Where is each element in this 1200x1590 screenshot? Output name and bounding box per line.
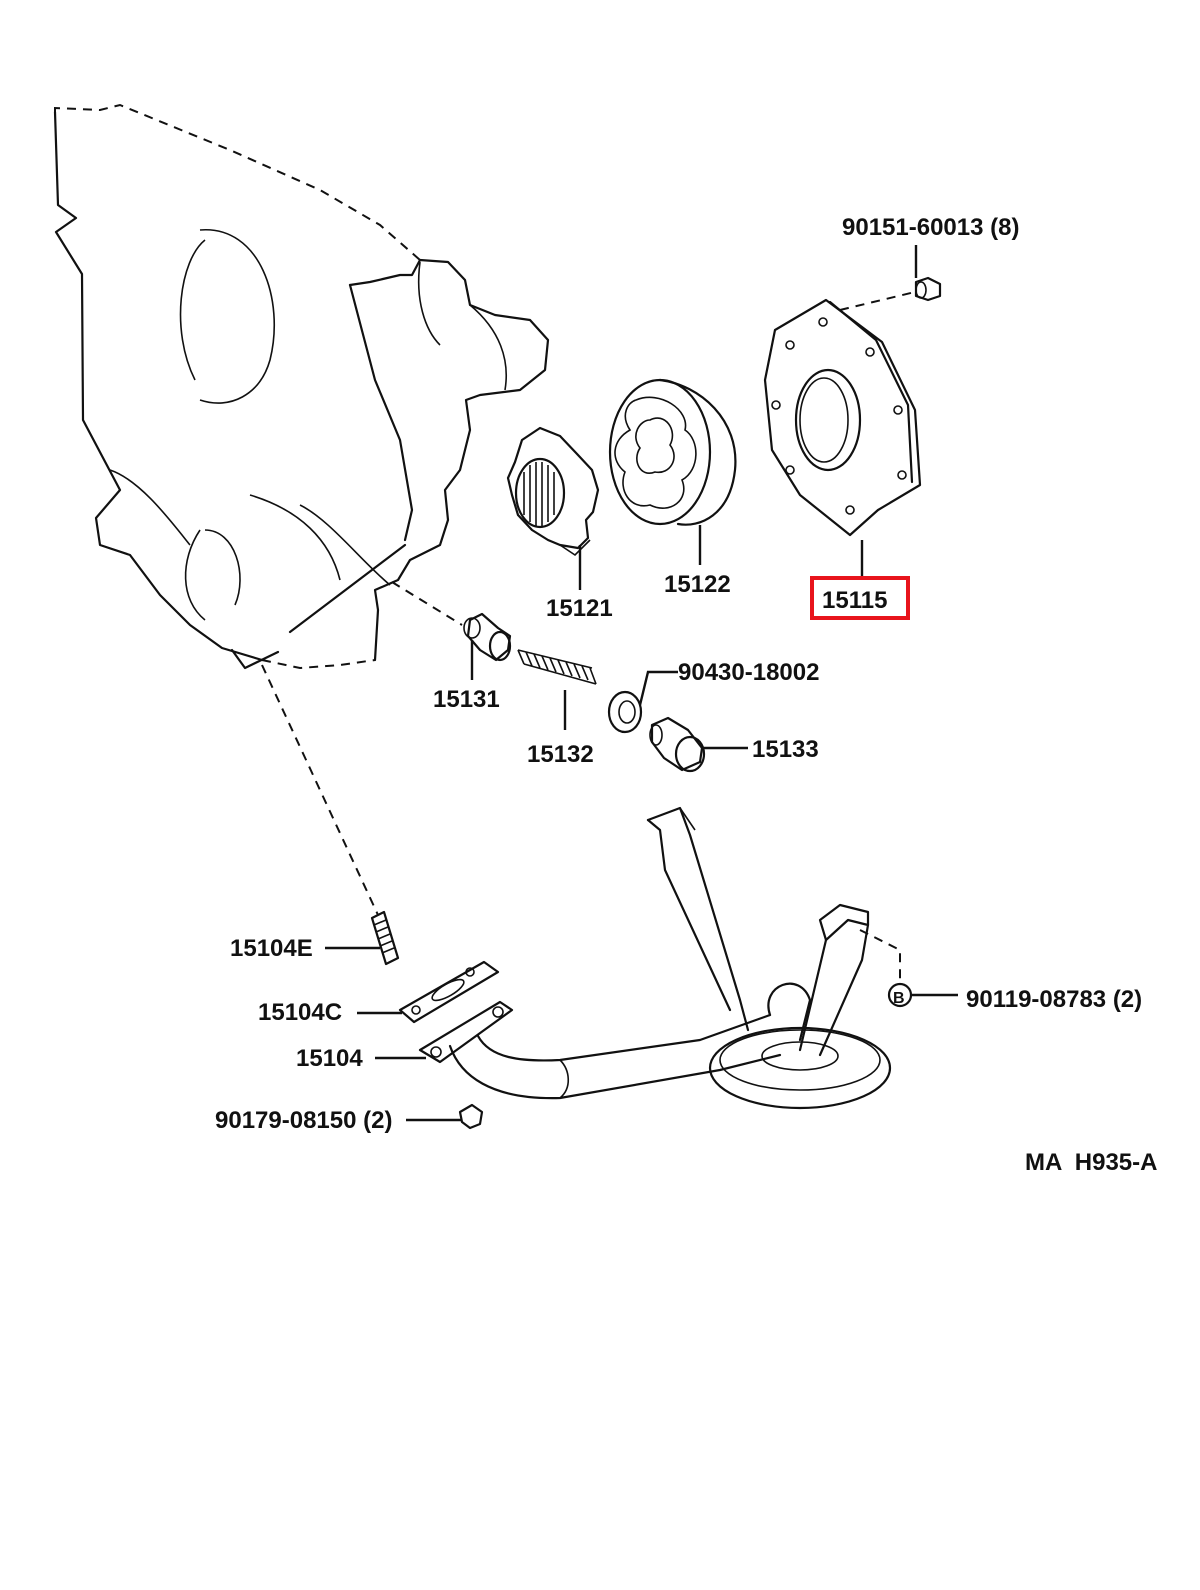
label-15104E[interactable]: 15104E <box>230 935 313 962</box>
cover-bolt <box>839 245 942 311</box>
relief-valve-parts <box>391 581 706 773</box>
driven-rotor <box>608 378 737 526</box>
drive-rotor <box>506 426 600 557</box>
label-90151-60013[interactable]: 90151-60013 (8) <box>842 214 1019 241</box>
label-15115[interactable]: 15115 <box>822 587 887 614</box>
highlight-box <box>810 576 910 620</box>
b-marker-label: B <box>893 990 905 1007</box>
label-90430-18002[interactable]: 90430-18002 <box>678 659 819 686</box>
leader-lines <box>325 525 958 1122</box>
label-15131[interactable]: 15131 <box>433 686 500 713</box>
engine-housing <box>53 103 550 670</box>
label-15121[interactable]: 15121 <box>546 595 613 622</box>
label-15132[interactable]: 15132 <box>527 741 594 768</box>
label-90179-08150[interactable]: 90179-08150 (2) <box>215 1107 392 1134</box>
label-15122[interactable]: 15122 <box>664 571 731 598</box>
diagram-code: MA H935-A <box>1025 1149 1157 1176</box>
label-15104C[interactable]: 15104C <box>258 999 342 1026</box>
oil-strainer <box>261 664 913 1130</box>
label-15133[interactable]: 15133 <box>752 736 819 763</box>
pump-cover <box>763 298 922 537</box>
label-90119-08783[interactable]: 90119-08783 (2) <box>966 986 1142 1013</box>
label-15104[interactable]: 15104 <box>296 1045 363 1072</box>
